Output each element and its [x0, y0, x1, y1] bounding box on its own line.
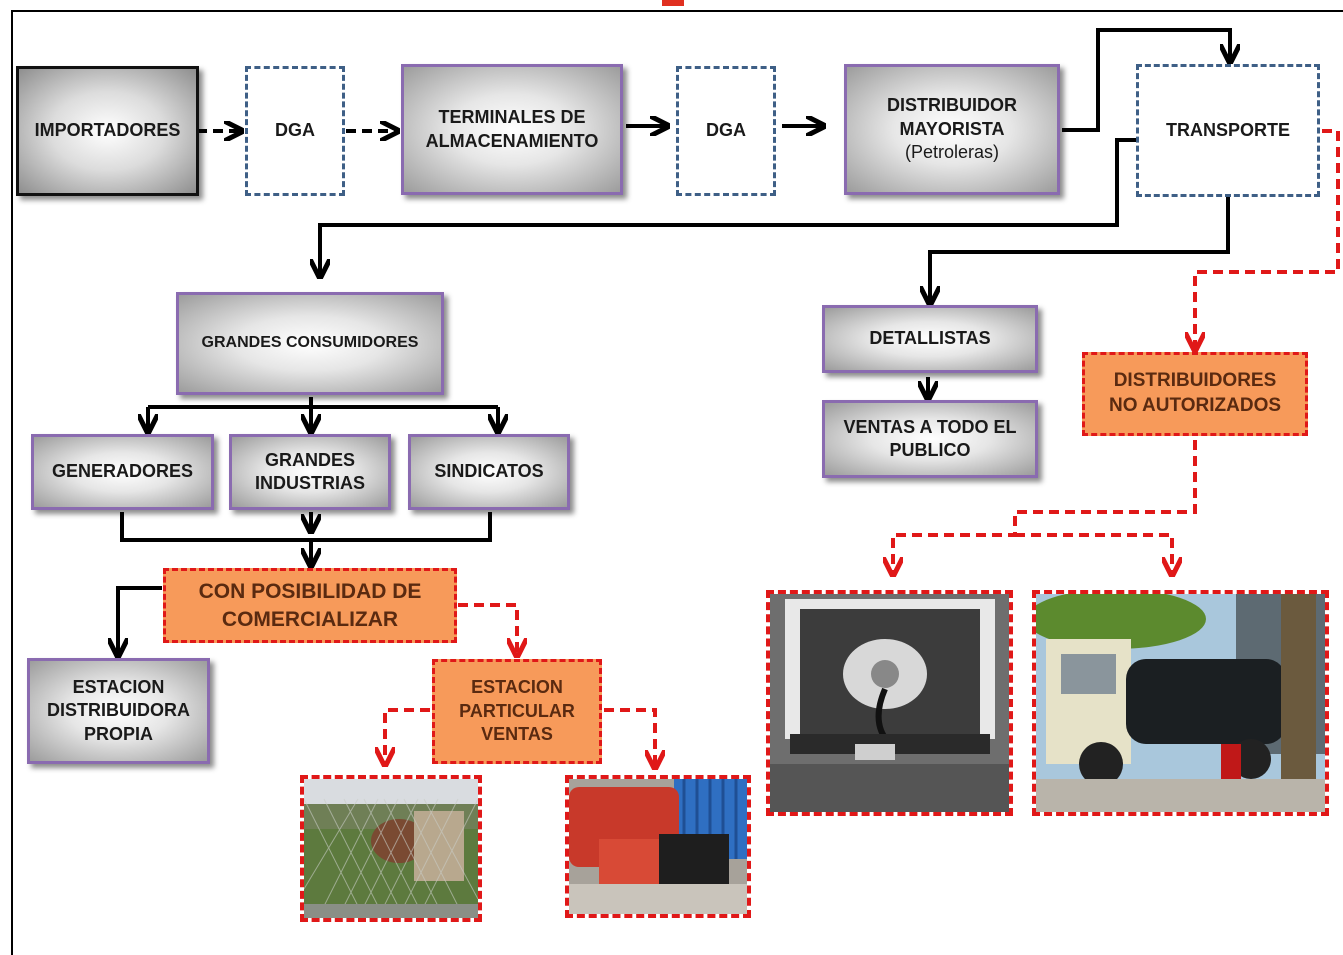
estacion-propia-label-1: ESTACION — [72, 676, 165, 697]
distribuidores-label-1: DISTRIBUIDORES — [1113, 370, 1277, 392]
importadores-label: IMPORTADORES — [34, 120, 181, 141]
con-posibilidad-box: CON POSIBILIDAD DE COMERCIALIZAR — [163, 568, 457, 643]
merge-bar — [120, 512, 492, 542]
con-posibilidad-label-1: CON POSIBILIDAD DE — [198, 580, 422, 604]
distribuidores-label-2: NO AUTORIZADOS — [1108, 395, 1282, 416]
detallistas-box: DETALLISTAS — [822, 305, 1038, 373]
dashed-distribuidores-split — [893, 440, 1197, 573]
grandes-consumidores-label: GRANDES CONSUMIDORES — [201, 334, 419, 352]
estacion-particular-label-2: PARTICULAR — [459, 700, 575, 721]
estacion-propia-label-2: DISTRIBUIDORA — [47, 700, 190, 721]
photo-red-tank — [565, 775, 751, 918]
distribuidores-no-autorizados-box: DISTRIBUIDORES NO AUTORIZADOS — [1082, 352, 1308, 436]
grandes-consumidores-box: GRANDES CONSUMIDORES — [176, 292, 444, 395]
dashed-con-posibilidad-estacion — [458, 603, 517, 654]
dashed-estacion-left — [385, 708, 430, 763]
arrow-to-estacion-propia — [118, 586, 162, 654]
importadores-box: IMPORTADORES — [16, 66, 199, 196]
terminales-label-1: TERMINALES DE — [438, 107, 586, 128]
grandes-industrias-label-2: INDUSTRIAS — [254, 473, 365, 493]
estacion-particular-label-3: VENTAS — [481, 724, 553, 745]
distribuidor-box: DISTRIBUIDOR MAYORISTA (Petroleras) — [844, 64, 1060, 195]
con-posibilidad-label-2: COMERCIALIZAR — [221, 607, 399, 631]
dga-label-1: DGA — [275, 120, 315, 141]
photo-fenced-tank — [300, 775, 482, 922]
sindicatos-label: SINDICATOS — [434, 461, 544, 482]
grandes-industrias-box: GRANDES INDUSTRIAS — [229, 434, 391, 510]
photo-tanker-truck — [1032, 590, 1329, 816]
dga-box-1: DGA — [245, 66, 345, 196]
estacion-propia-box: ESTACION DISTRIBUIDORA PROPIA — [27, 658, 210, 764]
ventas-label-2: PUBLICO — [889, 440, 971, 460]
terminales-box: TERMINALES DE ALMACENAMIENTO — [401, 64, 623, 195]
grandes-industrias-label-1: GRANDES — [264, 449, 355, 470]
diagram-frame — [11, 10, 1343, 955]
distribuidor-label-1: DISTRIBUIDOR — [887, 95, 1017, 116]
ventas-label-1: VENTAS A TODO EL — [843, 416, 1017, 437]
arrow-distribuidor-transporte — [1062, 28, 1230, 132]
transporte-box: TRANSPORTE — [1136, 64, 1320, 197]
dashed-split-right — [1015, 533, 1172, 573]
detallistas-label: DETALLISTAS — [869, 328, 991, 349]
distribuidor-label-2: MAYORISTA — [899, 118, 1005, 139]
distribuidor-label-3: (Petroleras) — [904, 142, 1000, 163]
estacion-propia-label-3: PROPIA — [83, 723, 153, 744]
terminales-label-2: ALMACENAMIENTO — [425, 130, 599, 151]
generadores-label: GENERADORES — [51, 461, 194, 482]
dga-label-2: DGA — [706, 120, 746, 141]
estacion-particular-label-1: ESTACION — [471, 677, 563, 698]
sindicatos-box: SINDICATOS — [408, 434, 570, 510]
dashed-transporte-distribuidores — [1195, 129, 1340, 348]
estacion-particular-box: ESTACION PARTICULAR VENTAS — [432, 659, 602, 764]
photo-box-truck — [766, 590, 1013, 816]
ventas-box: VENTAS A TODO EL PUBLICO — [822, 400, 1038, 478]
title-fragment — [662, 0, 684, 6]
arrow-transporte-detallistas — [930, 196, 1230, 302]
generadores-box: GENERADORES — [31, 434, 214, 510]
transporte-label: TRANSPORTE — [1165, 119, 1290, 140]
dga-box-2: DGA — [676, 66, 776, 196]
dashed-estacion-right — [604, 708, 655, 766]
arrow-transporte-grandes — [320, 138, 1138, 275]
